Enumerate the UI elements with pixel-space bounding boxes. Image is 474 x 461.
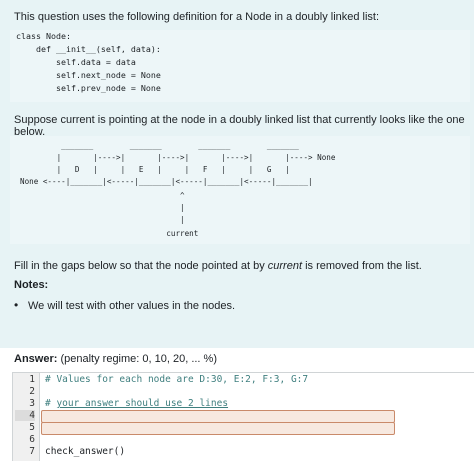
- diagram-line: ^: [20, 191, 185, 200]
- editor-comment-line: # Values for each node are D:30, E:2, F:…: [45, 374, 309, 385]
- question-suppose-text: Suppose current is pointing at the node …: [14, 114, 465, 138]
- notes-list: • We will test with other values in the n…: [14, 298, 235, 312]
- answer-gap-2-input[interactable]: [41, 422, 395, 435]
- fill-in-instruction: Fill in the gaps below so that the node …: [14, 260, 422, 272]
- line-number: 6: [29, 434, 35, 445]
- note-text: We will test with other values in the no…: [28, 300, 236, 312]
- editor-comment-line: # your answer should use 2 lines: [45, 398, 228, 409]
- node-class-code: class Node: def __init__(self, data): se…: [10, 30, 470, 102]
- fill-text-emphasis: current: [267, 260, 303, 272]
- diagram-line: |: [20, 215, 185, 224]
- diagram-line: | D | | E | | F | | G |: [20, 165, 290, 174]
- line-number: 4: [15, 410, 35, 421]
- code-line: class Node:: [16, 31, 71, 41]
- bullet-icon: •: [14, 298, 19, 312]
- comment-prefix: #: [45, 398, 57, 409]
- line-number: 5: [29, 422, 35, 433]
- line-number: 1: [29, 374, 35, 385]
- code-line: self.data = data: [16, 57, 136, 67]
- fill-text-prefix: Fill in the gaps below so that the node …: [14, 260, 268, 272]
- code-line: def __init__(self, data):: [16, 44, 161, 54]
- comment-text: your answer should use 2 lines: [56, 398, 229, 409]
- notes-heading: Notes:: [14, 279, 49, 291]
- answer-header: Answer: (penalty regime: 0, 10, 20, ... …: [14, 353, 217, 365]
- diagram-line: | |---->| |---->| |---->| |----> None: [20, 153, 336, 162]
- line-number: 7: [29, 446, 35, 457]
- code-line: self.next_node = None: [16, 70, 161, 80]
- check-answer-line: check_answer(): [45, 446, 126, 457]
- diagram-line: |: [20, 203, 185, 212]
- code-line: self.prev_node = None: [16, 83, 161, 93]
- note-item: • We will test with other values in the n…: [14, 298, 235, 312]
- diagram-line: _______ _______ _______ _______: [20, 141, 299, 150]
- diagram-line: current: [20, 229, 199, 238]
- code-editor[interactable]: 1 2 3 4 5 6 7 # Values for each node are…: [12, 372, 474, 461]
- question-intro: This question uses the following definit…: [14, 11, 380, 23]
- answer-label: Answer:: [14, 353, 58, 365]
- line-number: 3: [29, 398, 35, 409]
- diagram-line: None <----|_______|<-----|_______|<-----…: [20, 177, 313, 186]
- line-number-gutter: 1 2 3 4 5 6 7: [13, 373, 40, 461]
- line-number: 2: [29, 386, 35, 397]
- fill-text-suffix: is removed from the list.: [302, 260, 422, 272]
- question-box: This question uses the following definit…: [0, 0, 474, 348]
- linked-list-diagram: _______ _______ _______ _______ | |---->…: [10, 136, 470, 244]
- penalty-regime: (penalty regime: 0, 10, 20, ... %): [60, 353, 217, 365]
